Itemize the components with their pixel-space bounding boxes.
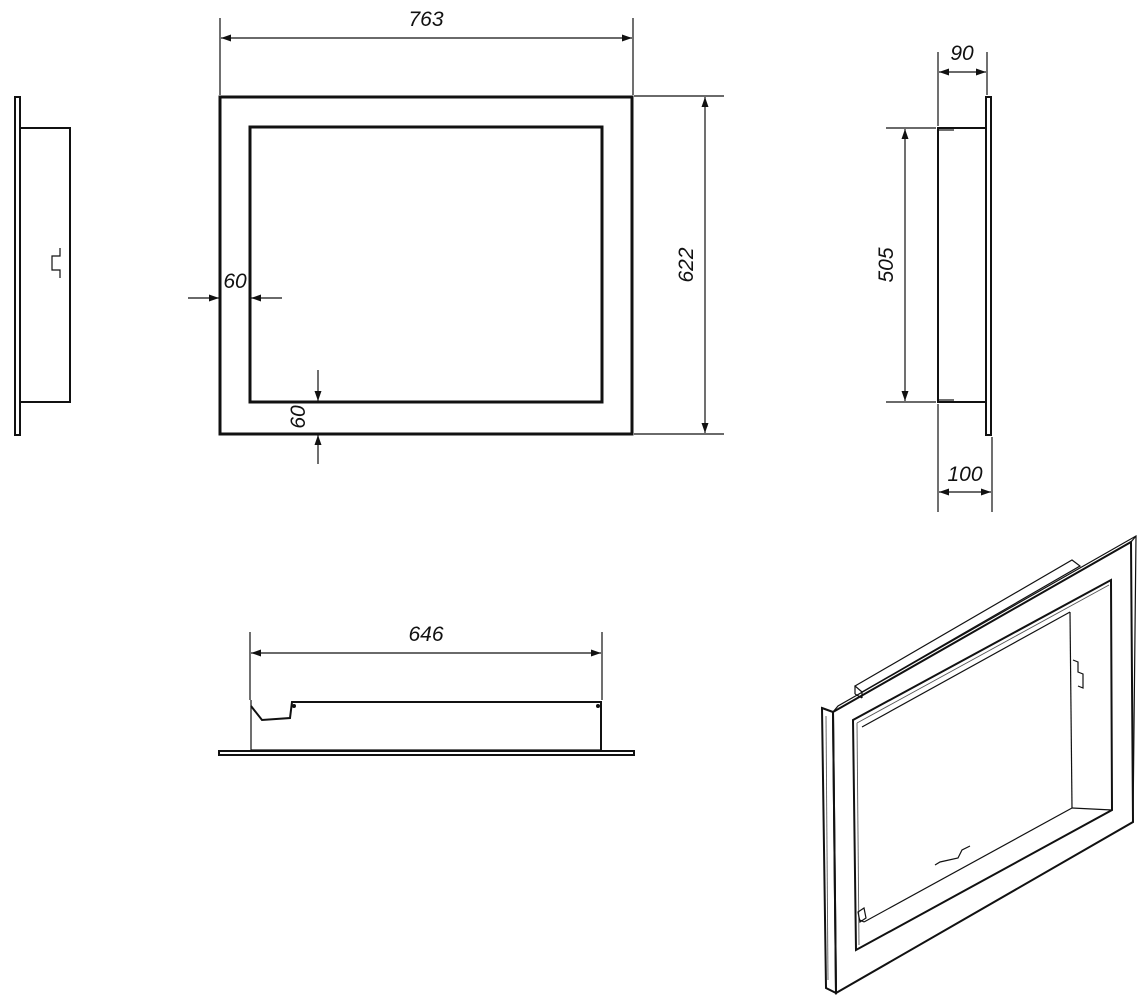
inner-opening (248, 125, 604, 404)
dim-label-frame-side: 60 (223, 270, 247, 293)
dimension-frame-side: 60 (188, 270, 282, 302)
dim-label-inner-width: 646 (408, 623, 443, 646)
dimension-inner-height: 505 (875, 127, 936, 403)
dimension-depth-bottom: 100 (937, 404, 993, 512)
dim-label-frame-bottom: 60 (287, 405, 310, 429)
front-view: 763 622 60 60 (188, 8, 724, 464)
dim-label-width: 763 (408, 8, 443, 31)
dim-label-height: 622 (675, 247, 698, 282)
top-view: 646 (218, 623, 635, 756)
dim-label-depth-top: 90 (950, 42, 974, 65)
outer-frame (218, 95, 634, 436)
isometric-view (820, 534, 1137, 995)
dim-label-depth-bottom: 100 (947, 463, 982, 486)
dimension-overall-width: 763 (219, 8, 634, 95)
dimension-depth-top: 90 (937, 42, 988, 126)
dimension-inner-width: 646 (249, 623, 603, 700)
right-side-view: 90 505 100 (875, 42, 993, 512)
left-side-view (14, 96, 71, 436)
dim-label-inner-height: 505 (875, 247, 898, 282)
dimension-frame-bottom: 60 (287, 370, 322, 464)
dimension-overall-height: 622 (634, 95, 724, 435)
